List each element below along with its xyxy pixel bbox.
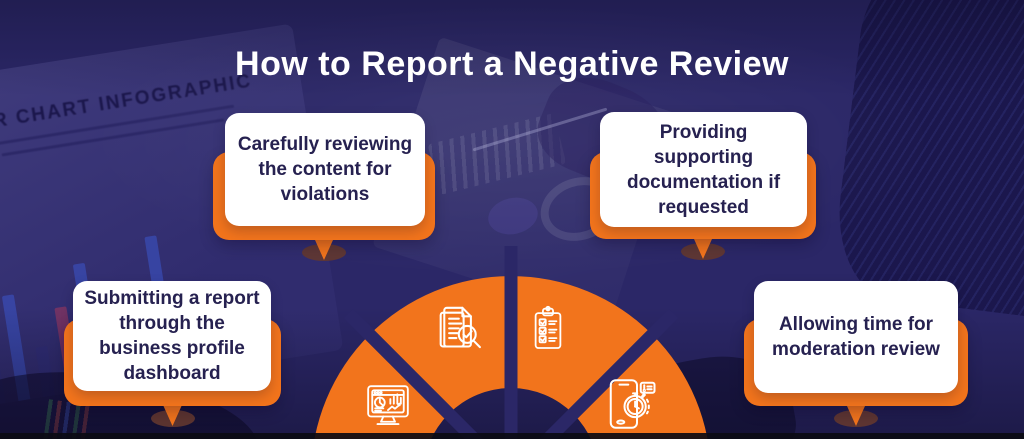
step-callout-review-content: Carefully reviewing the content for viol… [213, 113, 435, 261]
step-label-allow-time: Allowing time for moderation review [754, 281, 958, 393]
fan-gap-strips [343, 246, 679, 439]
page-title: How to Report a Negative Review [235, 44, 789, 83]
step-label-provide-documentation: Providing supporting documentation if re… [600, 112, 807, 227]
dashboard-monitor-icon [367, 385, 409, 426]
document-review-icon [439, 306, 481, 349]
checklist-clipboard-icon [534, 305, 562, 349]
step-label-review-content: Carefully reviewing the content for viol… [225, 113, 425, 226]
phone-timer-icon [609, 379, 656, 429]
step-label-submit-report: Submitting a report through the business… [73, 281, 271, 391]
background-desk-edge [0, 433, 1024, 439]
step-callout-provide-documentation: Providing supporting documentation if re… [590, 112, 816, 260]
step-callout-allow-time: Allowing time for moderation review [744, 281, 968, 427]
step-callout-submit-report: Submitting a report through the business… [64, 281, 281, 427]
